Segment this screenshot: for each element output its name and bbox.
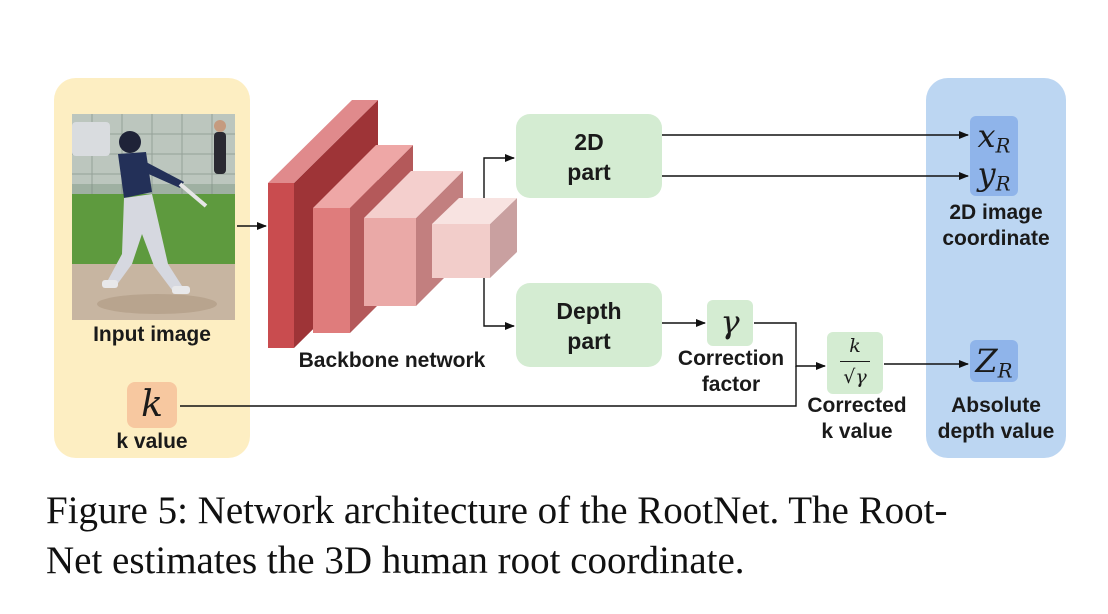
coord-line1: 2D image [949, 201, 1043, 224]
corrected-line2: k value [821, 420, 893, 443]
k-value-label: k value [116, 430, 188, 453]
y-symbol: yR [977, 155, 1011, 196]
arrow-k-to-corrected [180, 366, 797, 407]
backbone-block-4 [432, 198, 517, 278]
part-2d-line2: part [567, 159, 611, 185]
backbone-label: Backbone network [298, 349, 486, 372]
part-2d-box [516, 114, 662, 198]
figure-caption: Figure 5: Network architecture of the Ro… [46, 486, 1076, 586]
corrected-k-chip [827, 332, 883, 394]
x-symbol: xR [977, 117, 1011, 158]
corrected-numerator: k [849, 335, 861, 357]
caption-line1: Figure 5: Network architecture of the Ro… [46, 489, 948, 532]
xy-chip [970, 116, 1018, 196]
z-chip [970, 340, 1018, 382]
correction-line1: Correction [677, 347, 785, 370]
depth-line1: Absolute [951, 394, 1041, 417]
arrow-gamma-to-corrected [754, 322, 826, 370]
gamma-symbol: γ [720, 303, 740, 341]
gamma-chip [707, 300, 753, 346]
corrected-line1: Corrected [807, 394, 907, 417]
part-depth-line1: Depth [556, 298, 622, 324]
z-symbol: ZR [975, 342, 1013, 383]
correction-line2: factor [701, 373, 761, 396]
arrow-backbone-to-2d [483, 154, 515, 198]
k-chip [127, 382, 177, 428]
fraction-bar [840, 361, 870, 362]
part-depth-line2: part [567, 328, 611, 354]
caption-line2: Net estimates the 3D human root coordina… [46, 539, 745, 582]
input-image-label: Input image [93, 323, 211, 346]
part-depth-box [516, 283, 662, 367]
part-2d-line1: 2D [574, 129, 604, 155]
corrected-denominator: √γ [843, 366, 867, 388]
k-symbol: k [141, 384, 163, 425]
input-photo [72, 114, 235, 320]
depth-line2: depth value [937, 420, 1055, 443]
arrow-backbone-to-depth [483, 278, 515, 330]
coord-line2: coordinate [942, 227, 1050, 250]
